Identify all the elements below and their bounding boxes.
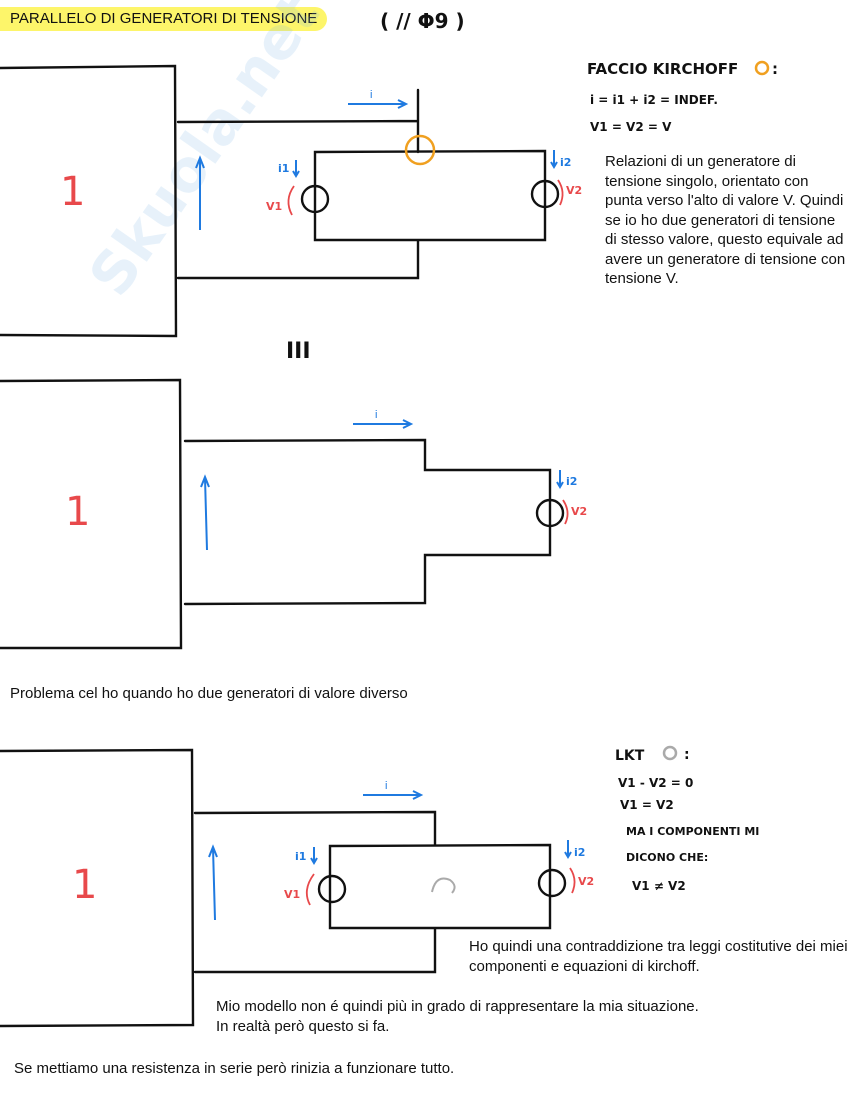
svg-text:i2: i2: [574, 846, 585, 859]
svg-text:LKT: LKT: [615, 748, 645, 764]
svg-text:V1 ≠ V2: V1 ≠ V2: [632, 879, 686, 893]
svg-text:i1: i1: [295, 850, 306, 863]
svg-text::: :: [684, 747, 690, 763]
circuit-3: 1 i i1 i2 V1 V2 LKT : V1 - V2 = 0 V1 = V…: [0, 745, 759, 1028]
final-text: Se mettiamo una resistenza in serie però…: [14, 1060, 455, 1077]
voltage-arrow-icon: [195, 155, 205, 230]
svg-text:V1 = V2 = V: V1 = V2 = V: [590, 120, 672, 134]
svg-text:DICONO CHE:: DICONO CHE:: [626, 851, 708, 864]
generator-description: Relazioni di un generatore di tensione s…: [605, 153, 846, 287]
svg-text:MA I COMPONENTI MI: MA I COMPONENTI MI: [626, 825, 759, 838]
node-highlight-icon: [404, 134, 436, 166]
svg-text:V1 = V2: V1 = V2: [620, 798, 674, 812]
svg-text:i = i1 + i2 = INDEF.: i = i1 + i2 = INDEF.: [590, 93, 718, 107]
title-annotation: ( // Φ9 ): [380, 9, 465, 33]
svg-text:V2: V2: [578, 875, 594, 888]
svg-text:V2: V2: [571, 505, 587, 518]
svg-text:V1: V1: [266, 200, 282, 213]
model-text-1: Mio modello non é quindi più in grado di…: [216, 998, 699, 1015]
svg-text:i: i: [375, 409, 377, 421]
current-arrow-icon: [348, 99, 409, 109]
kirchoff-heading: FACCIO KIRCHOFF: [587, 60, 738, 78]
svg-text:1: 1: [72, 862, 97, 908]
svg-text:i1: i1: [278, 162, 289, 175]
svg-text:i: i: [385, 780, 387, 792]
svg-text:i2: i2: [566, 475, 577, 488]
svg-text:i2: i2: [560, 156, 571, 169]
page-title: PARALLELO DI GENERATORI DI TENSIONE: [0, 7, 328, 31]
block-1-box: [0, 64, 178, 338]
model-text-2: In realtà però questo si fa.: [216, 1018, 390, 1035]
svg-text::: :: [772, 60, 778, 78]
svg-text:i: i: [370, 89, 372, 101]
svg-text:1: 1: [65, 489, 90, 535]
svg-text:V2: V2: [566, 184, 582, 197]
equivalence-sign: III: [286, 339, 311, 364]
circuit-1: 1 i i1 i2 V1 V2 FACCIO KIRCHOFF : i = i1…: [0, 60, 778, 338]
loop-arrow-icon: [431, 877, 456, 894]
contradiction-text: Ho quindi una contraddizione tra leggi c…: [469, 938, 848, 975]
circuit-2: 1 i i2 V2: [0, 378, 587, 650]
problem-text: Problema cel ho quando ho due generatori…: [10, 685, 408, 702]
svg-text:V1 - V2 = 0: V1 - V2 = 0: [618, 776, 693, 790]
generator-2-icon: [535, 498, 565, 528]
generator-2-icon: [530, 179, 560, 209]
block-label: 1: [60, 169, 85, 215]
generator-1-icon: [300, 184, 330, 214]
svg-text:V1: V1: [284, 888, 300, 901]
